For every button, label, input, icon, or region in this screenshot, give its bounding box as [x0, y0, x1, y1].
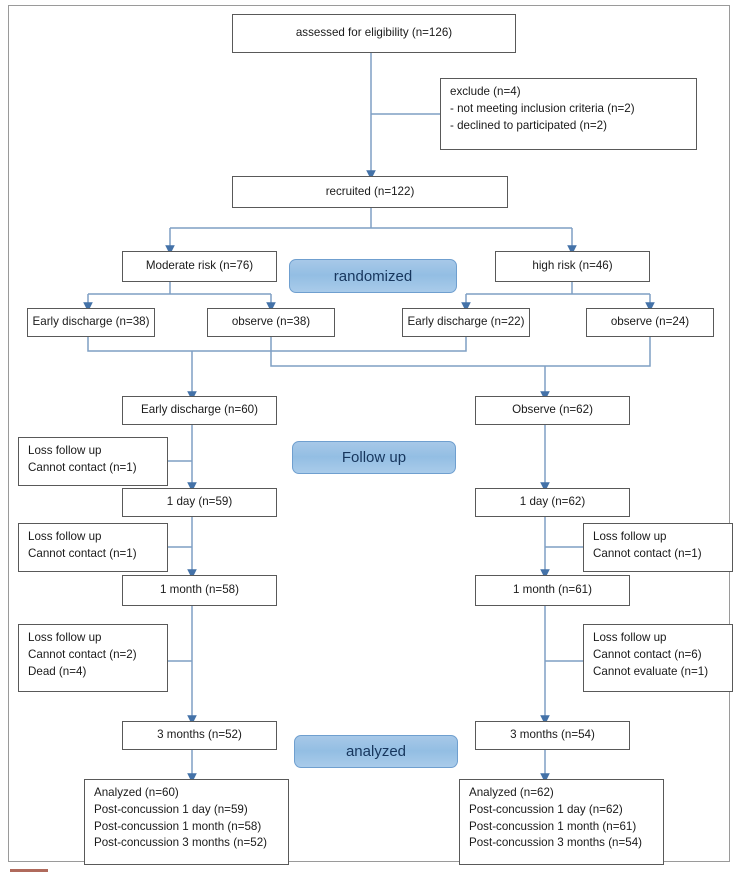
- node-left-loss-2-line-1: Loss follow up: [28, 530, 102, 543]
- node-left-loss-3-line-3: Dead (n=4): [28, 664, 87, 678]
- node-observe-24: observe (n=24): [586, 308, 714, 337]
- node-observe-38-label: observe (n=38): [231, 315, 311, 329]
- node-excluded-line-1: exclude (n=4): [450, 85, 521, 98]
- node-left-loss-3-line-2: Cannot contact (n=2): [28, 647, 137, 661]
- node-excluded: exclude (n=4) - not meeting inclusion cr…: [440, 78, 697, 150]
- node-moderate-risk-label: Moderate risk (n=76): [145, 259, 254, 273]
- node-assessed-for-eligibility: assessed for eligibility (n=126): [232, 14, 516, 53]
- node-right-3-months-label: 3 months (n=54): [510, 728, 595, 742]
- node-left-loss-followup-3: Loss follow up Cannot contact (n=2) Dead…: [18, 624, 168, 692]
- node-right-3-months: 3 months (n=54): [475, 721, 630, 750]
- node-early-discharge-22-label: Early discharge (n=22): [407, 315, 525, 329]
- node-high-risk: high risk (n=46): [495, 251, 650, 282]
- node-right-loss-2-line-1: Loss follow up: [593, 631, 667, 644]
- node-early-discharge-60-label: Early discharge (n=60): [141, 403, 258, 417]
- node-left-1-month: 1 month (n=58): [122, 575, 277, 606]
- node-right-1-day: 1 day (n=62): [475, 488, 630, 517]
- badge-follow-up-label: Follow up: [341, 449, 407, 466]
- node-right-1-month: 1 month (n=61): [475, 575, 630, 606]
- node-left-1-day-label: 1 day (n=59): [166, 495, 233, 509]
- node-left-loss-1-line-2: Cannot contact (n=1): [28, 460, 137, 474]
- node-excluded-line-3: - declined to participated (n=2): [450, 118, 607, 132]
- node-right-loss-1-line-2: Cannot contact (n=1): [593, 546, 702, 560]
- node-right-analyzed-line-3: Post-concussion 1 month (n=61): [469, 819, 637, 833]
- node-assessed-label: assessed for eligibility (n=126): [295, 26, 453, 40]
- node-left-3-months-label: 3 months (n=52): [157, 728, 242, 742]
- node-observe-62-label: Observe (n=62): [512, 403, 593, 417]
- node-left-analyzed-summary: Analyzed (n=60) Post-concussion 1 day (n…: [84, 779, 289, 865]
- node-left-loss-1-line-1: Loss follow up: [28, 444, 102, 457]
- badge-follow-up: Follow up: [292, 441, 456, 474]
- node-right-1-day-label: 1 day (n=62): [519, 495, 586, 509]
- node-excluded-line-2: - not meeting inclusion criteria (n=2): [450, 101, 635, 115]
- node-right-loss-2-line-2: Cannot contact (n=6): [593, 647, 702, 661]
- scan-artifact-mark: [10, 869, 48, 872]
- node-high-risk-label: high risk (n=46): [532, 259, 613, 273]
- node-right-loss-2-line-3: Cannot evaluate (n=1): [593, 664, 709, 678]
- node-left-loss-followup-2: Loss follow up Cannot contact (n=1): [18, 523, 168, 572]
- node-left-loss-2-line-2: Cannot contact (n=1): [28, 546, 137, 560]
- node-left-1-month-label: 1 month (n=58): [160, 583, 239, 597]
- node-left-loss-followup-1: Loss follow up Cannot contact (n=1): [18, 437, 168, 486]
- node-right-loss-followup-2: Loss follow up Cannot contact (n=6) Cann…: [583, 624, 733, 692]
- node-moderate-risk: Moderate risk (n=76): [122, 251, 277, 282]
- node-right-loss-followup-1: Loss follow up Cannot contact (n=1): [583, 523, 733, 572]
- badge-analyzed: analyzed: [294, 735, 458, 768]
- badge-randomized: randomized: [289, 259, 457, 293]
- node-early-discharge-38: Early discharge (n=38): [27, 308, 155, 337]
- node-left-analyzed-line-3: Post-concussion 1 month (n=58): [94, 819, 262, 833]
- node-early-discharge-22: Early discharge (n=22): [402, 308, 530, 337]
- node-observe-62: Observe (n=62): [475, 396, 630, 425]
- badge-randomized-label: randomized: [333, 267, 413, 285]
- node-recruited-label: recruited (n=122): [325, 184, 415, 198]
- node-right-1-month-label: 1 month (n=61): [513, 583, 592, 597]
- node-right-analyzed-line-1: Analyzed (n=62): [469, 786, 554, 799]
- node-left-analyzed-line-4: Post-concussion 3 months (n=52): [94, 836, 268, 850]
- node-left-analyzed-line-2: Post-concussion 1 day (n=59): [94, 802, 248, 816]
- node-left-3-months: 3 months (n=52): [122, 721, 277, 750]
- node-left-1-day: 1 day (n=59): [122, 488, 277, 517]
- node-early-discharge-38-label: Early discharge (n=38): [32, 315, 150, 329]
- node-right-loss-1-line-1: Loss follow up: [593, 530, 667, 543]
- node-right-analyzed-line-4: Post-concussion 3 months (n=54): [469, 836, 643, 850]
- node-right-analyzed-summary: Analyzed (n=62) Post-concussion 1 day (n…: [459, 779, 664, 865]
- node-left-analyzed-line-1: Analyzed (n=60): [94, 786, 179, 799]
- node-left-loss-3-line-1: Loss follow up: [28, 631, 102, 644]
- node-observe-38: observe (n=38): [207, 308, 335, 337]
- node-recruited: recruited (n=122): [232, 176, 508, 208]
- node-right-analyzed-line-2: Post-concussion 1 day (n=62): [469, 802, 623, 816]
- node-early-discharge-60: Early discharge (n=60): [122, 396, 277, 425]
- node-observe-24-label: observe (n=24): [610, 315, 690, 329]
- badge-analyzed-label: analyzed: [345, 743, 407, 760]
